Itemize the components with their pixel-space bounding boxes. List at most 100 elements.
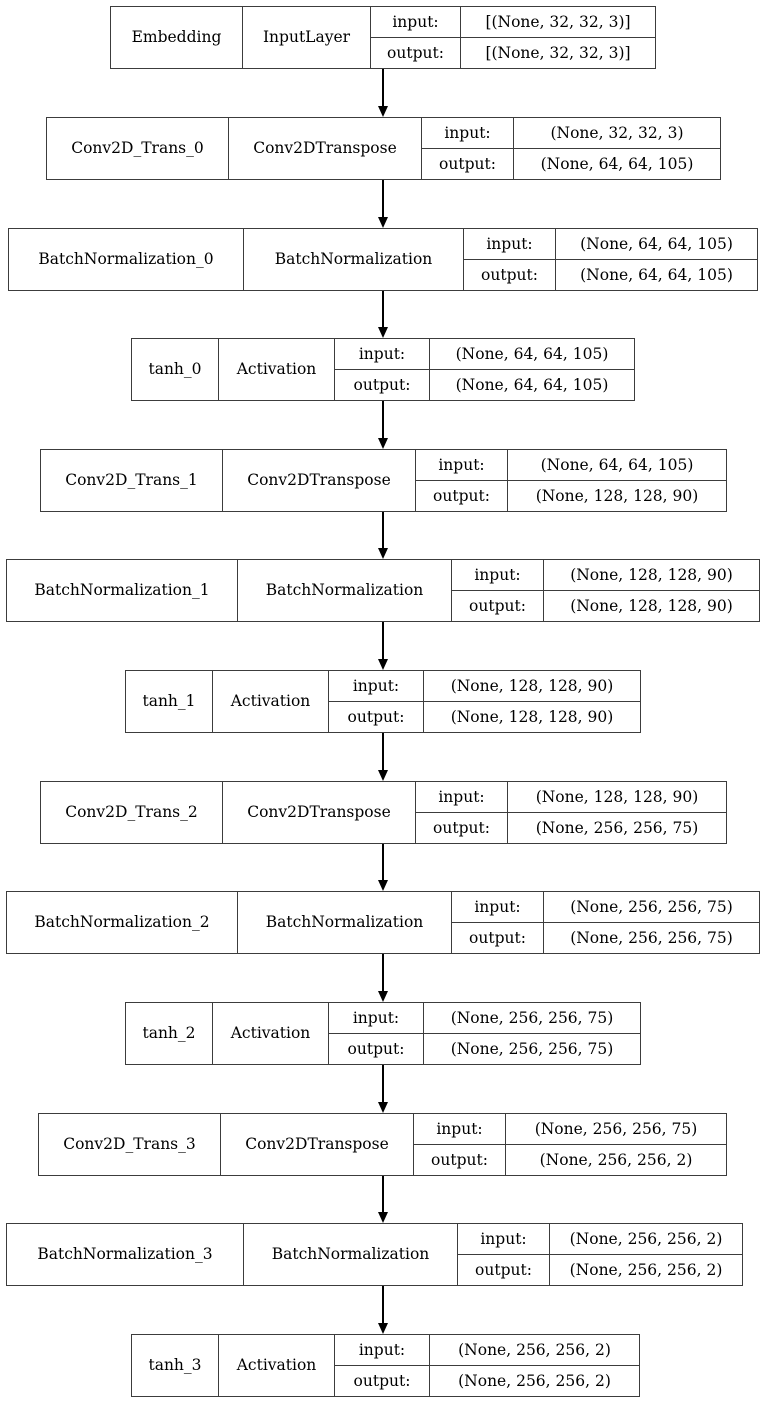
- layer-name: Conv2D_Trans_2: [41, 782, 223, 843]
- edge-arrow: [378, 401, 388, 449]
- layer-output-label: output:: [329, 702, 424, 732]
- layer-input-label: input:: [414, 1114, 506, 1144]
- edge-arrow: [378, 1286, 388, 1334]
- layer-input-shape: (None, 128, 128, 90): [570, 566, 733, 584]
- layer-output-label: output:: [371, 38, 461, 68]
- layer-type: BatchNormalization: [244, 229, 464, 290]
- edge-arrow: [378, 733, 388, 781]
- layer-input-row: input: (None, 128, 128, 90): [416, 782, 726, 813]
- layer-input-row: input: (None, 128, 128, 90): [329, 671, 640, 702]
- layer-input-shape: (None, 128, 128, 90): [535, 788, 699, 806]
- arrowhead-icon: [378, 770, 388, 781]
- edge-arrow: [378, 512, 388, 559]
- layer-input-label: input:: [329, 671, 424, 701]
- layer-input-label: input:: [458, 1224, 550, 1254]
- edge-line: [382, 954, 384, 992]
- layer-output-label: output:: [452, 923, 544, 953]
- layer-output-shape: (None, 256, 256, 75): [450, 1040, 614, 1058]
- arrowhead-icon: [378, 991, 388, 1002]
- edge-arrow: [378, 844, 388, 891]
- layer-name: BatchNormalization_0: [9, 229, 244, 290]
- layer-output-row: output:(None, 256, 256, 75): [452, 923, 759, 953]
- arrowhead-icon: [378, 1323, 388, 1334]
- layer-input-row: input:(None, 256, 256, 2): [335, 1335, 639, 1366]
- arrowhead-icon: [378, 1102, 388, 1113]
- layer-output-shape: (None, 64, 64, 105): [540, 155, 694, 173]
- layer-io-table: input:(None, 64, 64, 105)output:(None, 6…: [464, 229, 757, 290]
- arrowhead-icon: [378, 659, 388, 670]
- arrowhead-icon: [378, 438, 388, 449]
- layer-output-shape: (None, 128, 128, 90): [450, 708, 614, 726]
- layer-output-shape: (None, 64, 64, 105): [580, 266, 733, 284]
- layer-type: Conv2DTranspose: [223, 450, 416, 511]
- layer-type: Activation: [213, 671, 329, 732]
- layer-type: Conv2DTranspose: [229, 118, 422, 179]
- layer-name: tanh_2: [126, 1003, 213, 1064]
- edge-arrow: [378, 954, 388, 1002]
- layer-input-shape: (None, 256, 256, 75): [570, 898, 733, 916]
- edge-line: [382, 622, 384, 660]
- layer-input-row: input:(None, 128, 128, 90): [452, 560, 759, 591]
- arrowhead-icon: [378, 106, 388, 117]
- layer-input-shape: (None, 128, 128, 90): [450, 677, 614, 695]
- layer-type: InputLayer: [243, 7, 371, 68]
- layer-name: Embedding: [111, 7, 243, 68]
- layer-input-label: input:: [416, 782, 508, 812]
- edge-line: [382, 69, 384, 107]
- edge-line: [382, 733, 384, 771]
- layer-input-shape: (None, 64, 64, 105): [540, 456, 694, 474]
- layer-input-label: input:: [335, 339, 430, 369]
- layer-output-label: output:: [416, 813, 508, 843]
- edge-arrow: [378, 1176, 388, 1223]
- layer-name: tanh_0: [132, 339, 219, 400]
- layer-name: tanh_1: [126, 671, 213, 732]
- layer-io-table: input:(None, 64, 64, 105)output:(None, 6…: [335, 339, 634, 400]
- layer-type: Conv2DTranspose: [223, 782, 416, 843]
- layer-output-row: output:(None, 256, 256, 75): [329, 1034, 640, 1064]
- layer-output-row: output:(None, 256, 256, 75): [416, 813, 726, 843]
- edge-arrow: [378, 291, 388, 338]
- arrowhead-icon: [378, 880, 388, 891]
- layer-name: BatchNormalization_2: [7, 892, 238, 953]
- layer-name: Conv2D_Trans_1: [41, 450, 223, 511]
- layer-input-row: input:(None, 32, 32, 3): [422, 118, 720, 149]
- layer-output-row: output: (None, 64, 64, 105): [422, 149, 720, 179]
- arrowhead-icon: [378, 217, 388, 228]
- layer-input-row: input:[(None, 32, 32, 3)]: [371, 7, 655, 38]
- layer-io-table: input:(None, 64, 64, 105)output:(None, 1…: [416, 450, 726, 511]
- layer-type: BatchNormalization: [244, 1224, 458, 1285]
- layer-io-table: input:(None, 256, 256, 2)output:(None, 2…: [335, 1335, 639, 1396]
- layer-output-row: output: (None, 128, 128, 90): [329, 702, 640, 732]
- layer-name: BatchNormalization_3: [7, 1224, 244, 1285]
- layer-output-shape: (None, 256, 256, 2): [539, 1151, 693, 1169]
- layer-output-shape: (None, 256, 256, 2): [458, 1372, 611, 1390]
- layer-input-shape: (None, 32, 32, 3): [550, 124, 684, 142]
- arrowhead-icon: [378, 548, 388, 559]
- layer-name: BatchNormalization_1: [7, 560, 238, 621]
- edge-line: [382, 1286, 384, 1324]
- layer-output-label: output:: [335, 370, 430, 400]
- layer-output-row: output:(None, 256, 256, 2): [414, 1145, 726, 1175]
- layer-output-label: output:: [422, 149, 514, 179]
- edge-line: [382, 844, 384, 881]
- layer-input-shape: (None, 256, 256, 2): [458, 1341, 611, 1359]
- edge-line: [382, 512, 384, 549]
- layer-output-shape: (None, 64, 64, 105): [455, 376, 609, 394]
- layer-type: Conv2DTranspose: [221, 1114, 414, 1175]
- layer-input-shape: (None, 256, 256, 75): [450, 1009, 614, 1027]
- layer-io-table: input:[(None, 32, 32, 3)]output:[(None, …: [371, 7, 655, 68]
